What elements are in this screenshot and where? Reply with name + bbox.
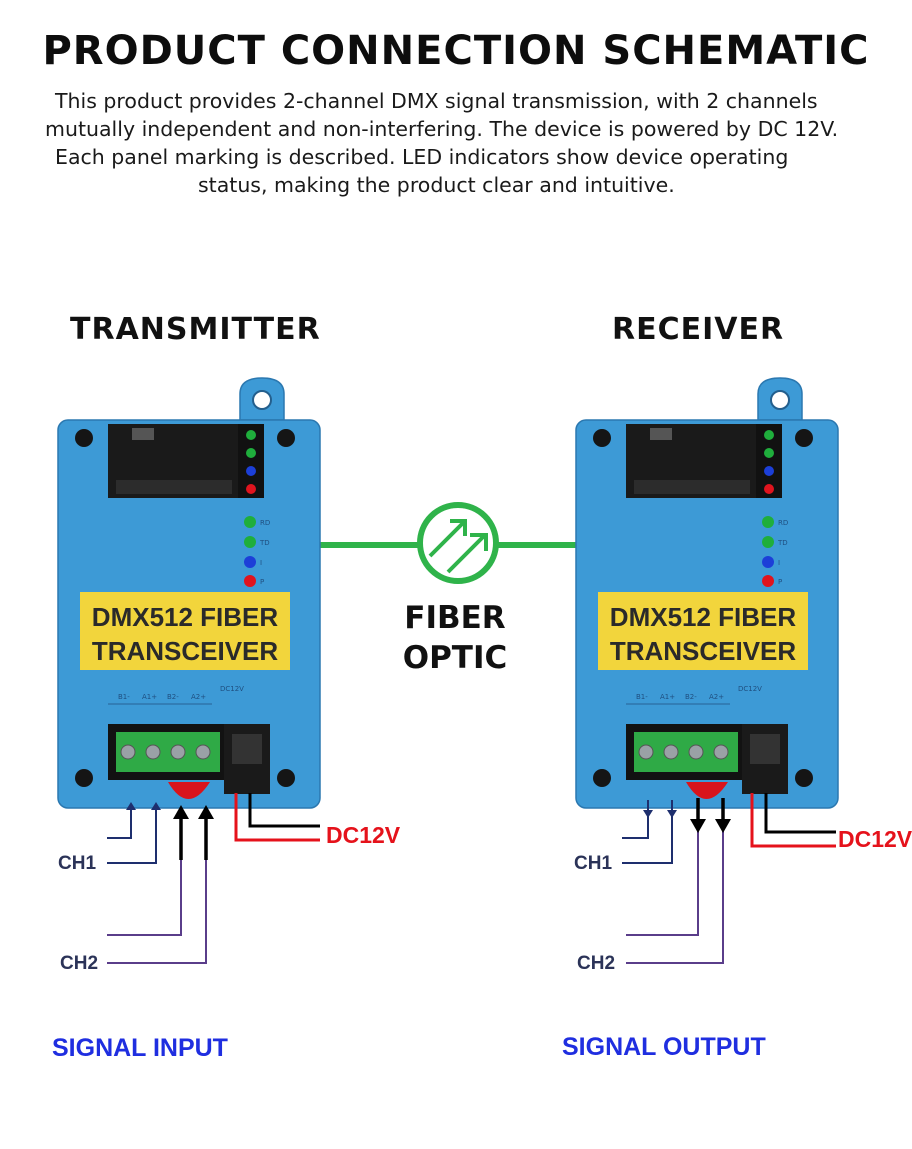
terminal-label: A2+ [709, 693, 724, 701]
signal-input-label: SIGNAL INPUT [52, 1034, 228, 1062]
label-line-2: TRANSCEIVER [92, 636, 279, 666]
led-label-rd: RD [778, 519, 788, 527]
page-title: PRODUCT CONNECTION SCHEMATIC [42, 28, 870, 74]
power-marking: DC12V [738, 685, 762, 693]
terminal-label: B1- [118, 693, 130, 701]
receiver-ch1-label: CH1 [574, 853, 613, 874]
terminal-label: A1+ [660, 693, 675, 701]
description-line-4: status, making the product clear and int… [198, 173, 675, 197]
led-rd [244, 516, 256, 528]
receiver-ch2-wires [626, 798, 731, 964]
fiber-label-line-1: FIBER [404, 600, 506, 636]
led-p [762, 575, 774, 587]
led-label-i: I [260, 559, 262, 567]
receiver-ch1-wires [622, 800, 677, 864]
led-label-p: P [260, 578, 264, 586]
receiver-power-wires [750, 793, 836, 848]
screw-hole [593, 429, 611, 447]
screw-hole [593, 769, 611, 787]
led-label-rd: RD [260, 519, 270, 527]
power-marking: DC12V [220, 685, 244, 693]
screw-hole [75, 769, 93, 787]
transmitter-device: RD TD I P DMX512 FIBER TRANSCEIVER B1- A… [57, 377, 321, 809]
led-rd [762, 516, 774, 528]
label-line-2: TRANSCEIVER [610, 636, 797, 666]
transmitter-ch1-label: CH1 [58, 853, 97, 874]
screw-hole [795, 429, 813, 447]
fiber-optic-arrows-icon [417, 502, 499, 584]
led-i [244, 556, 256, 568]
screw-hole [277, 769, 295, 787]
screw-hole [75, 429, 93, 447]
description-line-1: This product provides 2-channel DMX sign… [55, 89, 818, 113]
led-label-i: I [778, 559, 780, 567]
fiber-optic-label: FIBER OPTIC [380, 598, 530, 678]
transmitter-ch2-wires [107, 805, 214, 964]
product-label [80, 592, 290, 670]
led-label-td: TD [259, 539, 270, 547]
terminal-label: A1+ [142, 693, 157, 701]
receiver-dc12v-label: DC12V [838, 826, 912, 852]
terminal-label: B2- [685, 693, 697, 701]
led-p [244, 575, 256, 587]
led-td [762, 536, 774, 548]
fiber-label-line-2: OPTIC [402, 640, 508, 676]
screw-hole [277, 429, 295, 447]
receiver-device: RD TD I P DMX512 FIBER TRANSCEIVER B1- A… [575, 377, 839, 809]
led-label-p: P [778, 578, 782, 586]
label-line-1: DMX512 FIBER [610, 602, 797, 632]
transmitter-ch2-label: CH2 [60, 953, 99, 974]
screw-hole [795, 769, 813, 787]
description-line-2: mutually independent and non-interfering… [45, 117, 839, 141]
transmitter-title: TRANSMITTER [70, 312, 321, 347]
transmitter-ch1-wires [107, 802, 161, 864]
description-line-3: Each panel marking is described. LED ind… [55, 145, 789, 169]
signal-output-label: SIGNAL OUTPUT [562, 1033, 766, 1061]
terminal-label: B2- [167, 693, 179, 701]
transmitter-dc12v-label: DC12V [326, 822, 401, 848]
led-td [244, 536, 256, 548]
terminal-label: A2+ [191, 693, 206, 701]
receiver-title: RECEIVER [612, 312, 785, 347]
receiver-ch2-label: CH2 [577, 953, 616, 974]
led-i [762, 556, 774, 568]
product-label [598, 592, 808, 670]
led-label-td: TD [777, 539, 788, 547]
label-line-1: DMX512 FIBER [92, 602, 279, 632]
transmitter-power-wires [234, 793, 320, 842]
terminal-label: B1- [636, 693, 648, 701]
